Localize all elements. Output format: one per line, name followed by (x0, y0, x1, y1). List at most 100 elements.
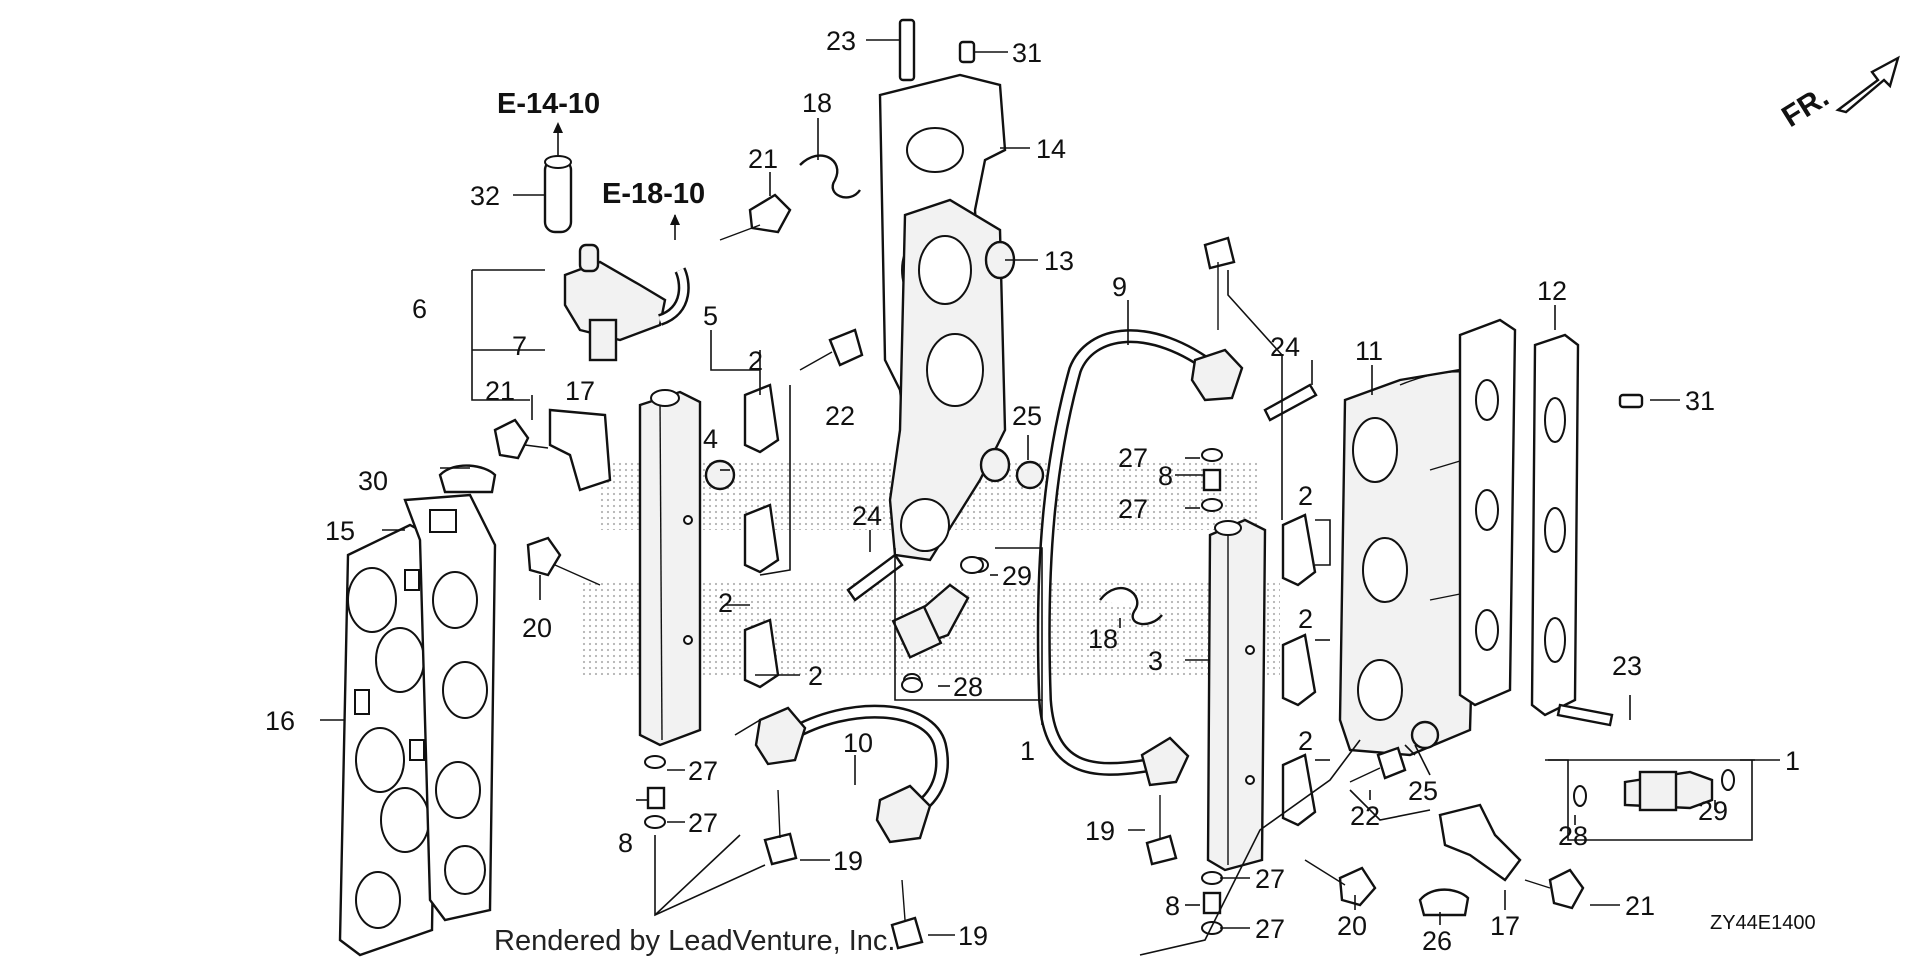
callout-1-right[interactable]: 1 (1785, 746, 1800, 776)
clip-18-lower[interactable] (1099, 587, 1163, 626)
gasket-15[interactable] (403, 493, 497, 922)
stud-24-right[interactable] (1263, 383, 1318, 422)
callout-25-lower[interactable]: 25 (1408, 776, 1438, 806)
callout-21-top[interactable]: 21 (748, 144, 778, 174)
bolt-19-a[interactable] (763, 832, 798, 866)
callout-26[interactable]: 26 (1422, 926, 1452, 956)
callout-19-b[interactable]: 19 (958, 921, 988, 951)
callout-28-left[interactable]: 28 (953, 672, 983, 702)
reference-e-14-10[interactable]: E-14-10 (497, 88, 600, 120)
nut-25-upper[interactable] (1015, 460, 1045, 490)
callout-2-f[interactable]: 2 (1298, 726, 1313, 756)
bolt-19-b[interactable] (890, 916, 924, 950)
bolt-20-left[interactable] (526, 536, 562, 577)
bolt-22-right[interactable] (1376, 746, 1407, 780)
bracket-17-left[interactable] (548, 408, 612, 492)
bracket-17-right[interactable] (1438, 803, 1522, 882)
callout-22-right[interactable]: 22 (1350, 801, 1380, 831)
callout-14[interactable]: 14 (1036, 134, 1066, 164)
injector-assembly-right[interactable] (1573, 769, 1735, 812)
o-ring-27-f[interactable] (1201, 921, 1223, 935)
stud-24-left[interactable] (846, 553, 904, 602)
callout-28-right[interactable]: 28 (1558, 821, 1588, 851)
stud-23-right[interactable] (1556, 703, 1614, 727)
clip-18-top[interactable] (799, 154, 861, 199)
callout-10[interactable]: 10 (843, 728, 873, 758)
callout-11[interactable]: 11 (1355, 336, 1383, 366)
bracket-2-e[interactable] (1281, 633, 1317, 707)
bolt-22-left[interactable] (828, 328, 864, 367)
callout-17-right[interactable]: 17 (1490, 911, 1520, 941)
o-ring-27-a[interactable] (644, 755, 666, 769)
callout-29-left[interactable]: 29 (1002, 561, 1032, 591)
bracket-2-a[interactable] (743, 383, 780, 454)
o-ring-27-e[interactable] (1201, 871, 1223, 885)
callout-18-lower[interactable]: 18 (1088, 624, 1118, 654)
o-ring-27-b[interactable] (644, 815, 666, 829)
callout-24-left[interactable]: 24 (852, 501, 882, 531)
fuel-pipe-9[interactable] (1036, 329, 1244, 787)
callout-2-e[interactable]: 2 (1298, 604, 1313, 634)
collar-8-a[interactable] (646, 786, 666, 810)
callout-13[interactable]: 13 (1044, 246, 1074, 276)
bracket-2-b[interactable] (743, 503, 780, 574)
callout-25-upper[interactable]: 25 (1012, 401, 1042, 431)
bracket-2-c[interactable] (743, 618, 780, 689)
gasket-12a[interactable] (1458, 318, 1517, 707)
callout-1-left[interactable]: 1 (1020, 736, 1035, 766)
bracket-2-d[interactable] (1281, 513, 1317, 587)
callout-31-right[interactable]: 31 (1685, 386, 1715, 416)
callout-15[interactable]: 15 (325, 516, 355, 546)
intake-manifold-11[interactable] (1338, 368, 1501, 757)
intake-manifold-13[interactable] (888, 198, 1016, 562)
callout-27-d[interactable]: 27 (1118, 494, 1148, 524)
callout-3[interactable]: 3 (1148, 646, 1163, 676)
callout-21-right[interactable]: 21 (1625, 891, 1655, 921)
bolt-19-c[interactable] (1145, 834, 1178, 866)
pin-31-right[interactable] (1618, 393, 1644, 409)
seal-28[interactable] (901, 677, 923, 693)
callout-19-a[interactable]: 19 (833, 846, 863, 876)
callout-29-right[interactable]: 29 (1698, 796, 1728, 826)
stay-4[interactable] (704, 459, 736, 491)
bolt-21-top[interactable] (748, 193, 792, 234)
callout-23-right[interactable]: 23 (1612, 651, 1642, 681)
o-ring-27-c[interactable] (1201, 448, 1223, 462)
bolt-21-right[interactable] (1548, 868, 1585, 910)
pressure-regulator-6[interactable] (563, 243, 690, 362)
callout-27-c[interactable]: 27 (1118, 443, 1148, 473)
bolt-21-left[interactable] (493, 418, 530, 460)
callout-12[interactable]: 12 (1537, 276, 1567, 306)
callout-22-left[interactable]: 22 (825, 401, 855, 431)
callout-2-c[interactable]: 2 (808, 661, 823, 691)
collar-8-c[interactable] (1202, 891, 1222, 915)
callout-8-a[interactable]: 8 (618, 828, 633, 858)
callout-9[interactable]: 9 (1112, 272, 1127, 302)
reference-e-18-10[interactable]: E-18-10 (602, 178, 705, 210)
tube-32[interactable] (543, 155, 573, 234)
callout-30[interactable]: 30 (358, 466, 388, 496)
callout-20-left[interactable]: 20 (522, 613, 552, 643)
bolt-20-right[interactable] (1338, 866, 1377, 907)
callout-8-b[interactable]: 8 (1158, 461, 1173, 491)
fuel-pipe-10[interactable] (754, 704, 949, 844)
pin-31-top[interactable] (958, 40, 976, 64)
callout-24-right[interactable]: 24 (1270, 332, 1300, 362)
callout-7[interactable]: 7 (512, 331, 527, 361)
callout-31-top[interactable]: 31 (1012, 38, 1042, 68)
callout-6[interactable]: 6 (412, 294, 427, 324)
callout-17-left[interactable]: 17 (565, 376, 595, 406)
fuel-rail-5[interactable] (638, 389, 702, 747)
bolt-19-d[interactable] (1203, 236, 1236, 270)
callout-2-a[interactable]: 2 (748, 346, 763, 376)
callout-2-b[interactable]: 2 (718, 588, 733, 618)
callout-5[interactable]: 5 (703, 301, 718, 331)
bracket-2-f[interactable] (1281, 753, 1317, 827)
callout-27-b[interactable]: 27 (688, 808, 718, 838)
fuel-rail-3[interactable] (1206, 518, 1267, 872)
clip-26[interactable] (1418, 888, 1470, 917)
gasket-16[interactable] (338, 523, 440, 957)
callout-23-top[interactable]: 23 (826, 26, 856, 56)
collar-8-b[interactable] (1202, 468, 1222, 492)
nut-25-lower[interactable] (1410, 720, 1440, 750)
